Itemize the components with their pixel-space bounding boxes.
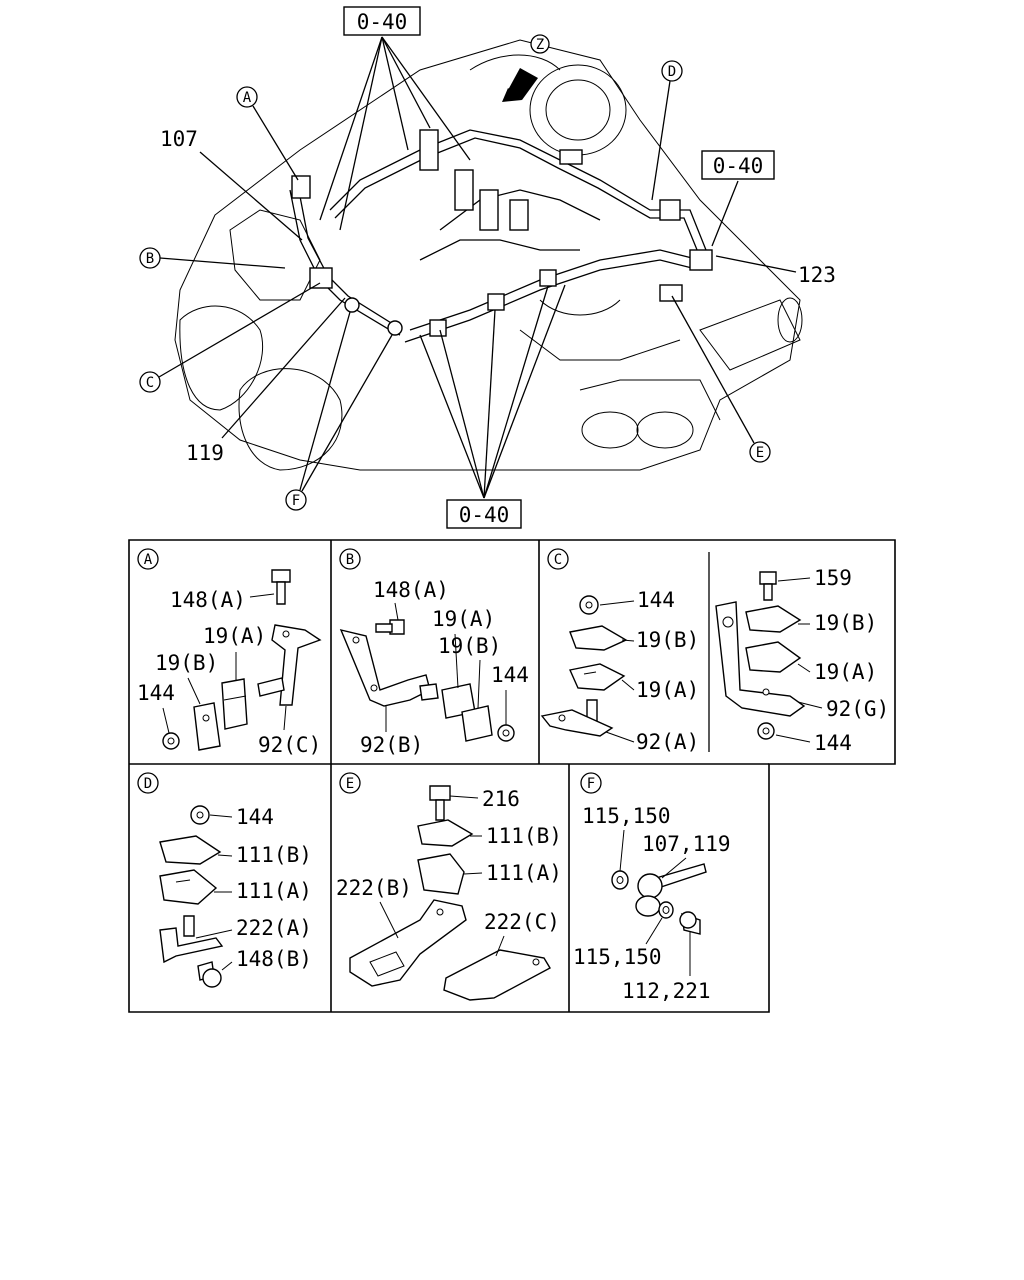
detail-c-label-1: 19(B) bbox=[636, 628, 699, 652]
detail-c-title: C bbox=[554, 552, 562, 568]
callout-e: E bbox=[671, 295, 771, 463]
detail-b-label-1: 19(A) bbox=[432, 607, 495, 631]
detail-c-label-2: 19(A) bbox=[636, 678, 699, 702]
detail-c-label-3: 92(A) bbox=[636, 730, 699, 754]
detail-b-label-0: 148(A) bbox=[373, 578, 449, 602]
detail-a-label-4: 92(C) bbox=[258, 733, 321, 757]
detail-d-title: D bbox=[144, 776, 152, 792]
detail-b-label-4: 92(B) bbox=[360, 733, 423, 757]
detail-d-label-1: 111(B) bbox=[236, 843, 312, 867]
detail-c-label-7: 92(G) bbox=[826, 697, 889, 721]
detail-a-label-3: 144 bbox=[137, 681, 175, 705]
detail-c-label-8: 144 bbox=[814, 731, 852, 755]
part-number-123-label: 123 bbox=[798, 263, 836, 287]
detail-e-title: E bbox=[346, 776, 354, 792]
callout-d-label: D bbox=[668, 64, 676, 80]
detail-panel-a: A 148(A) 19(A) 19(B) 144 92(C) bbox=[137, 548, 322, 757]
detail-e-label-3: 222(B) bbox=[336, 876, 412, 900]
part-number-107: 107 bbox=[160, 127, 303, 241]
detail-d-label-0: 144 bbox=[236, 805, 274, 829]
detail-panel-c: C 144 19(B) 19(A) 92(A) bbox=[540, 548, 699, 754]
callout-a-label: A bbox=[243, 90, 252, 106]
detail-a-label-0: 148(A) bbox=[170, 588, 246, 612]
part-number-119-label: 119 bbox=[186, 441, 224, 465]
detail-a-label-2: 19(B) bbox=[155, 651, 218, 675]
detail-panel-e: E 216 111(B) 111(A) 222(B) 222(C) bbox=[336, 772, 562, 1001]
callout-b-label: B bbox=[146, 251, 154, 267]
callout-b: B bbox=[139, 247, 286, 269]
part-number-107-label: 107 bbox=[160, 127, 198, 151]
callout-a: A bbox=[236, 86, 299, 181]
engine-illustration bbox=[174, 39, 803, 471]
callout-c: C bbox=[139, 282, 321, 393]
detail-e-label-2: 111(A) bbox=[486, 861, 562, 885]
view-arrow-label: Z bbox=[536, 37, 544, 53]
detail-b-label-3: 144 bbox=[491, 663, 529, 687]
detail-e-label-0: 216 bbox=[482, 787, 520, 811]
detail-a-title: A bbox=[144, 552, 153, 568]
detail-a-label-1: 19(A) bbox=[203, 624, 266, 648]
detail-b-title: B bbox=[346, 552, 354, 568]
ref-box-bottom-label: 0-40 bbox=[459, 503, 510, 527]
ref-box-top: 0-40 bbox=[319, 6, 471, 231]
detail-f-label-1: 107,119 bbox=[642, 832, 731, 856]
detail-f-title: F bbox=[587, 776, 595, 792]
detail-b-label-2: 19(B) bbox=[438, 634, 501, 658]
detail-panel-f: F 115,150 107,119 115,150 112,221 bbox=[573, 772, 731, 1003]
callout-c-label: C bbox=[146, 375, 154, 391]
callout-f: F bbox=[285, 311, 393, 511]
detail-panel-b: B 148(A) 19(A) 19(B) 144 92(B) bbox=[339, 548, 529, 757]
callout-e-label: E bbox=[756, 445, 764, 461]
callout-d: D bbox=[651, 60, 683, 201]
detail-e-label-1: 111(B) bbox=[486, 824, 562, 848]
detail-c-label-4: 159 bbox=[814, 566, 852, 590]
callout-f-label: F bbox=[292, 493, 300, 509]
detail-panel-d: D 144 111(B) 111(A) 222(A) 148(B) bbox=[137, 772, 312, 988]
detail-f-label-0: 115,150 bbox=[582, 804, 671, 828]
detail-f-label-2: 115,150 bbox=[573, 945, 662, 969]
detail-grid bbox=[128, 539, 896, 1013]
ref-box-right-label: 0-40 bbox=[713, 154, 764, 178]
ref-box-right: 0-40 bbox=[701, 150, 775, 247]
detail-d-label-3: 222(A) bbox=[236, 916, 312, 940]
view-arrow-z: Z bbox=[502, 34, 550, 102]
part-number-119: 119 bbox=[186, 297, 346, 465]
detail-c-label-0: 144 bbox=[637, 588, 675, 612]
detail-f-label-3: 112,221 bbox=[622, 979, 711, 1003]
part-number-123: 123 bbox=[715, 255, 836, 287]
detail-c-label-6: 19(A) bbox=[814, 660, 877, 684]
detail-c-label-5: 19(B) bbox=[814, 611, 877, 635]
detail-d-label-2: 111(A) bbox=[236, 879, 312, 903]
detail-e-label-4: 222(C) bbox=[484, 910, 560, 934]
ref-box-top-label: 0-40 bbox=[357, 10, 408, 34]
detail-panel-c-alt: 159 19(B) 19(A) 92(G) 144 bbox=[715, 566, 889, 755]
ref-box-bottom: 0-40 bbox=[419, 284, 566, 529]
detail-d-label-4: 148(B) bbox=[236, 947, 312, 971]
